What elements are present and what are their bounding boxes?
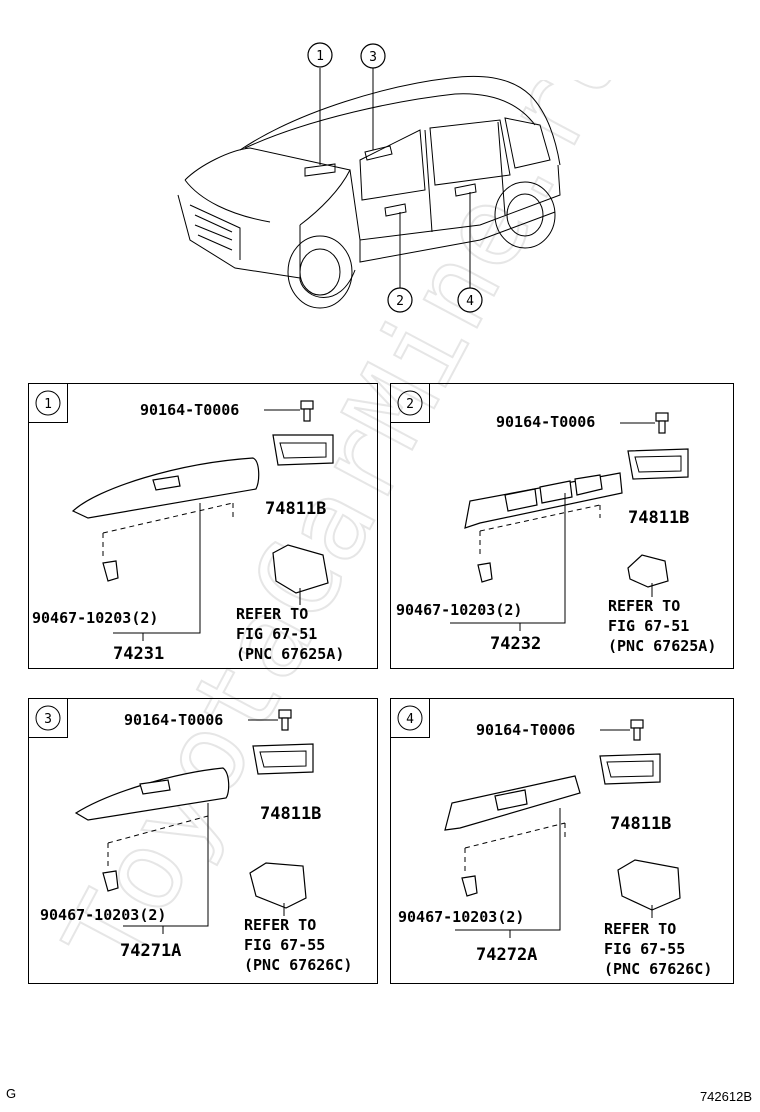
panel-3-cover-label: 74811B (260, 804, 321, 824)
bracket-icon (249, 862, 307, 909)
panel-1-cover-label: 74811B (265, 499, 326, 519)
callout-leaders (319, 68, 471, 288)
panel-2-cover-label: 74811B (628, 508, 689, 528)
footer-figure-number: 742612B (699, 1089, 752, 1104)
bolt-icon (278, 709, 292, 731)
panel-4-index: 4 (406, 712, 414, 727)
panel-3: 3 90164-T0006 74811B 90467-10203(2) 7427… (28, 698, 378, 984)
panel-2-clip-label: 90467-10203(2) (396, 601, 522, 619)
panel-3-refer-line3: (PNC 67626C) (244, 956, 352, 974)
bracket-icon (627, 554, 669, 588)
callout-1-label: 1 (316, 49, 324, 64)
car-illustration (177, 75, 561, 309)
panel-1: 1 90164-T0006 74811B 90467-10203(2) 7423… (28, 383, 378, 669)
cover-icon (272, 434, 334, 466)
panel-3-clip-label: 90467-10203(2) (40, 906, 166, 924)
cover-icon (252, 743, 314, 775)
panel-2-bolt-label: 90164-T0006 (496, 413, 595, 431)
panel-4-refer-line1: REFER TO (604, 920, 676, 938)
panel-2-refer-line1: REFER TO (608, 597, 680, 615)
panel-3-index: 3 (44, 712, 52, 727)
cover-icon (627, 448, 689, 480)
panel-4-refer-line2: FIG 67-55 (604, 940, 685, 958)
panel-2: 2 90164-T0006 74811B 90467-10203(2) 7423… (390, 383, 734, 669)
panel-1-refer-line3: (PNC 67625A) (236, 645, 344, 663)
switch-assembly-icon (71, 457, 260, 519)
panel-3-refer-line1: REFER TO (244, 916, 316, 934)
switch-assembly-icon (74, 767, 230, 821)
callout-2: 2 (387, 287, 413, 313)
bracket-icon (272, 544, 329, 594)
clip-icon (102, 560, 119, 582)
panel-4-refer-line3: (PNC 67626C) (604, 960, 712, 978)
cover-icon (599, 753, 661, 785)
panel-3-refer-line2: FIG 67-55 (244, 936, 325, 954)
panel-4-clip-label: 90467-10203(2) (398, 908, 524, 926)
bolt-icon (300, 400, 314, 422)
callout-4-label: 4 (466, 294, 474, 309)
panel-4-assy-label: 74272A (476, 945, 537, 965)
panel-1-bolt-label: 90164-T0006 (140, 401, 239, 419)
callout-1: 1 (307, 42, 333, 68)
panel-1-clip-label: 90467-10203(2) (32, 609, 158, 627)
callout-3-label: 3 (369, 50, 377, 65)
panel-1-refer-line2: FIG 67-51 (236, 625, 317, 643)
bolt-icon (655, 412, 669, 434)
clip-icon (477, 562, 493, 583)
footer-left-code: G (6, 1086, 17, 1101)
panel-4-bolt-label: 90164-T0006 (476, 721, 575, 739)
car-overview: 1 3 2 4 (177, 42, 561, 313)
panel-2-index: 2 (406, 397, 414, 412)
bolt-icon (630, 719, 644, 741)
panel-1-assy-label: 74231 (113, 644, 164, 664)
switch-assembly-icon (444, 775, 581, 831)
switch-assembly-icon (464, 472, 623, 529)
callout-3: 3 (360, 43, 386, 69)
panel-2-refer-line2: FIG 67-51 (608, 617, 689, 635)
panel-4-cover-label: 74811B (610, 814, 671, 834)
panel-4: 4 90164-T0006 74811B 90467-10203(2) 7427… (390, 698, 734, 984)
clip-icon (461, 875, 478, 897)
bracket-icon (617, 859, 681, 911)
callout-4: 4 (457, 287, 483, 313)
panel-3-assy-label: 74271A (120, 941, 181, 961)
panel-2-assy-label: 74232 (490, 634, 541, 654)
clip-icon (102, 870, 119, 892)
panel-2-refer-line3: (PNC 67625A) (608, 637, 716, 655)
panel-1-refer-line1: REFER TO (236, 605, 308, 623)
panel-1-index: 1 (44, 397, 52, 412)
callout-2-label: 2 (396, 294, 404, 309)
panel-3-bolt-label: 90164-T0006 (124, 711, 223, 729)
